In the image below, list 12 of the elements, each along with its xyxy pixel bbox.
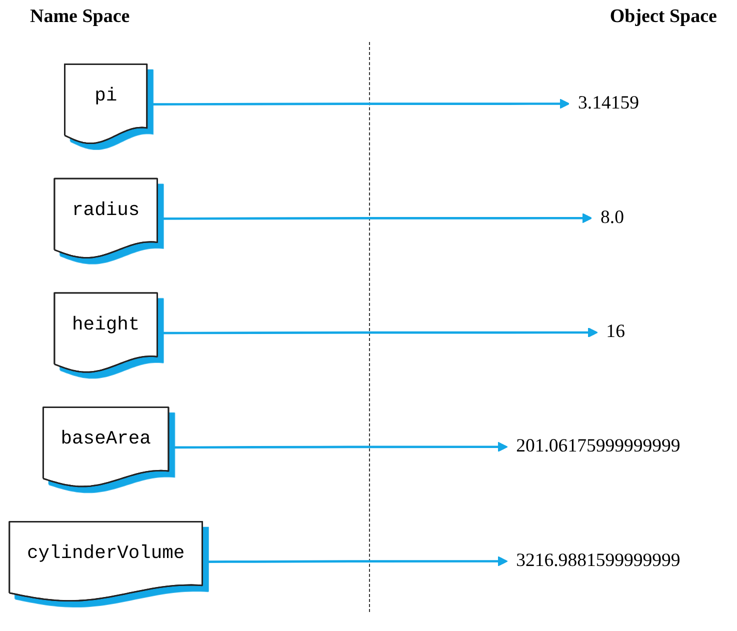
node-text: 8.0 — [600, 208, 624, 228]
arrow — [169, 442, 508, 452]
node-text: 16 — [606, 322, 625, 342]
column-heading: Name Space — [30, 6, 130, 29]
arrow — [158, 327, 598, 338]
column-heading: Object Space — [610, 6, 717, 29]
node-text: 3.14159 — [578, 93, 640, 114]
arrow — [158, 212, 592, 224]
arrow — [202, 556, 508, 566]
node-text: 3216.9881599999999 — [516, 550, 680, 571]
arrow — [147, 98, 570, 109]
node-text: 201.06175999999999 — [516, 436, 680, 456]
